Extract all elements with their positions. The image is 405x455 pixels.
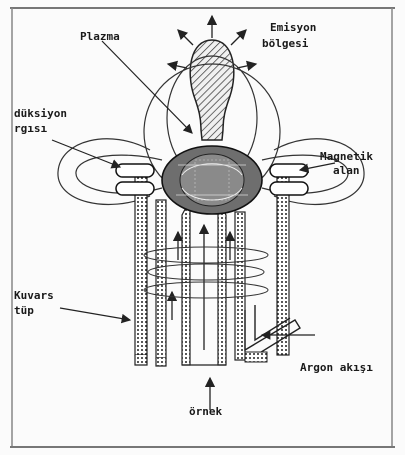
label-emission-line1: Emisyon (270, 21, 316, 34)
label-plasma: Plazma (80, 30, 120, 43)
label-argon-flow: Argon akışı (300, 361, 373, 374)
label-quartz-line2: tüp (14, 304, 34, 317)
label-magnetic-line2: alan (333, 164, 360, 177)
label-emission-line2: bölgesi (262, 37, 309, 50)
plasma-plume (190, 40, 234, 140)
label-induction-line2: rgısı (14, 122, 47, 135)
label-quartz-line1: Kuvars (14, 289, 54, 302)
label-sample: örnek (189, 405, 222, 418)
label-induction-line1: düksiyon (14, 107, 67, 120)
argon-side-inlet (245, 305, 300, 362)
label-magnetic-line1: Magnetik (320, 150, 373, 163)
plasma-core (162, 146, 262, 214)
